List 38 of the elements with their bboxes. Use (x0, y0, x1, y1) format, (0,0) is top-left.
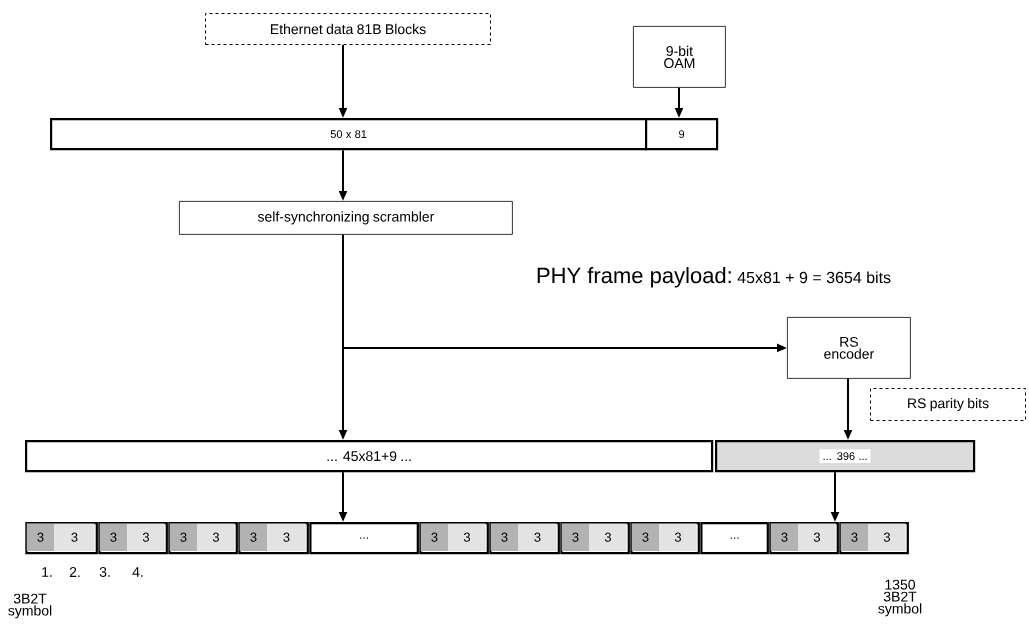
symbol-cell: 3 (840, 523, 869, 551)
symbol-cell: 3 (54, 523, 95, 551)
symbol-cell: 3 (868, 523, 906, 551)
symbol-number: 4. (132, 567, 143, 577)
symbol-cell: 3 (561, 523, 590, 551)
symbol-cell: 3 (420, 523, 449, 551)
frame-title: PHY frame payload: (537, 267, 731, 288)
symbol-caption: 3B2T symbol (8, 593, 52, 619)
ellipsis-cell: ... (700, 522, 769, 555)
symbol-number: 3. (99, 567, 110, 577)
symbol-cell: 3 (631, 523, 660, 551)
frame-field: ... 45x81+9 ... (25, 440, 714, 473)
symbol-cell: 3 (518, 523, 557, 551)
oam-box: 9-bit OAM (633, 26, 726, 88)
symbol-cell: 3 (448, 523, 486, 551)
ellipsis-cell: ... (309, 522, 419, 555)
symbol-cell: 3 (490, 523, 519, 551)
symbol-cell: 3 (197, 523, 235, 551)
symbol-cell: 3 (589, 523, 627, 551)
parity-box: RS parity bits (870, 388, 1026, 421)
scrambler-box: self-synchronizing scrambler (179, 201, 513, 235)
input-box: Ethernet data 81B Blocks (205, 13, 491, 45)
symbol-cell: 3 (127, 523, 165, 551)
symbol-cell: 3 (239, 523, 268, 551)
symbol-cell: 3 (770, 523, 799, 551)
symbol-cell: 3 (659, 523, 697, 551)
symbol-number: 1. (42, 567, 52, 577)
symbol-cell: 3 (798, 523, 836, 551)
symbol-cell: 3 (169, 523, 198, 551)
symbol-caption: 1350 3B2T symbol (878, 579, 922, 617)
symbol-cell: 3 (267, 523, 306, 551)
frame-field: 9 (645, 118, 719, 151)
symbol-number: 2. (69, 567, 80, 577)
frame-title: 45x81 + 9 = 3654 bits (737, 271, 891, 284)
frame-field: ... 396 ... (715, 440, 976, 473)
encoder-box: RS encoder (787, 317, 911, 379)
symbol-cell: 3 (99, 523, 128, 551)
symbol-cell: 3 (26, 523, 55, 551)
